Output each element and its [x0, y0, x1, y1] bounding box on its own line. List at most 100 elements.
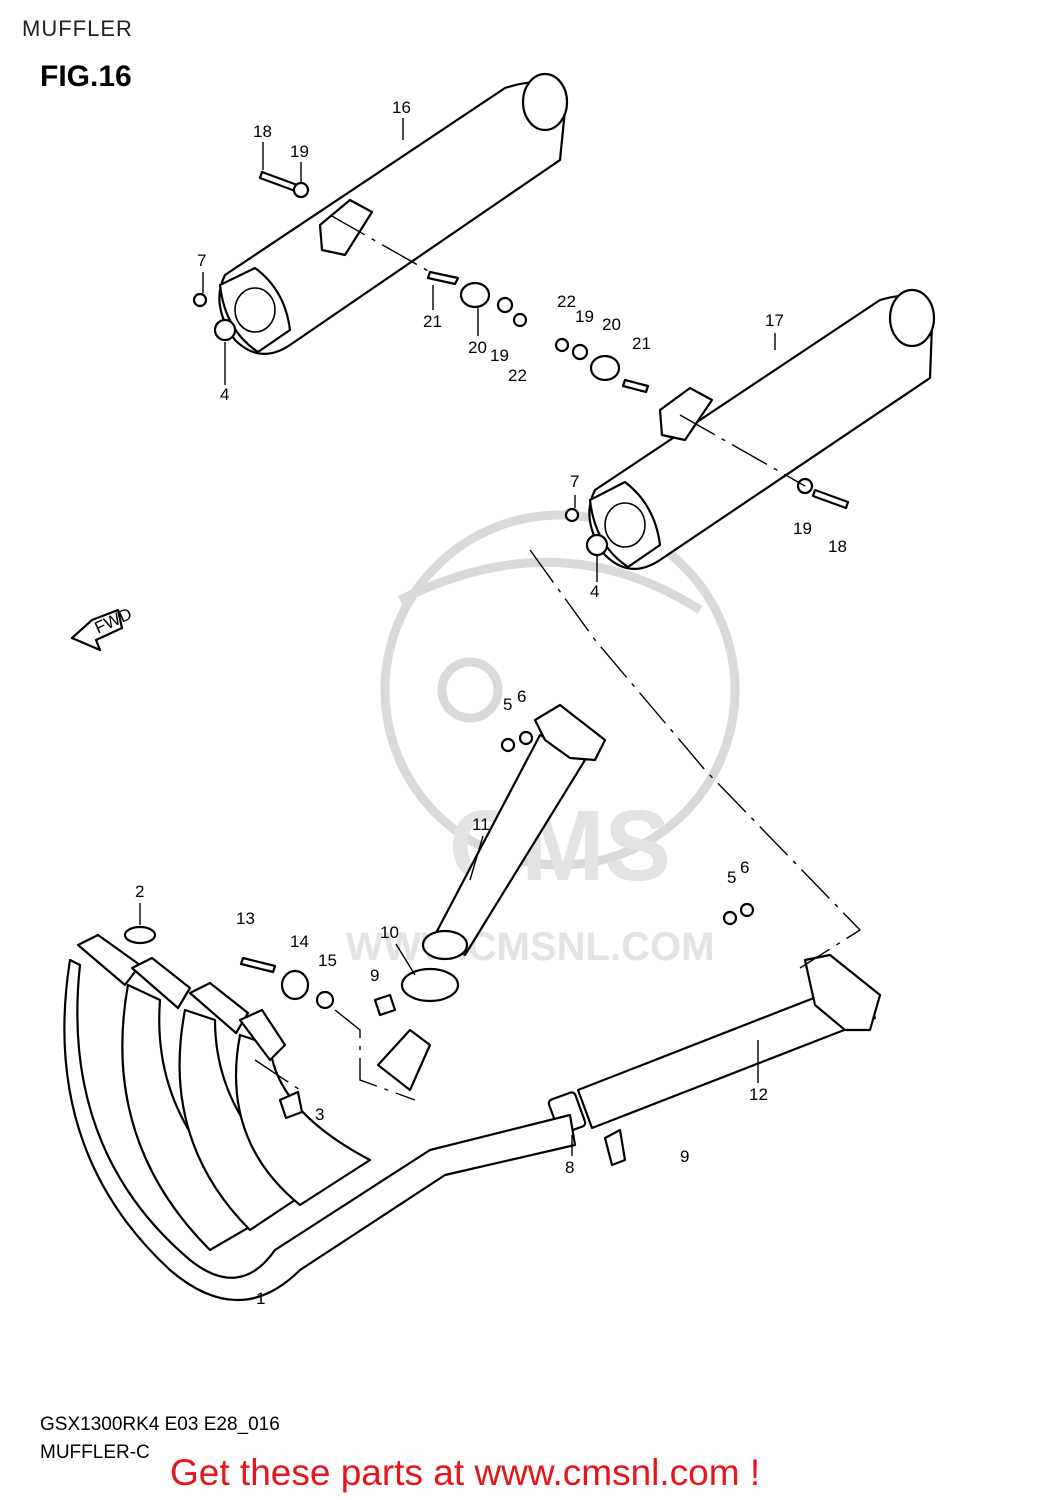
part-label: 12 — [749, 1085, 768, 1104]
part-label: 10 — [380, 923, 399, 942]
part-label: 7 — [570, 472, 579, 491]
cushion-14 — [280, 969, 310, 1001]
washer-19-upper-a — [292, 181, 310, 199]
part-label: 22 — [557, 292, 576, 311]
watermark-logo-cap — [397, 557, 703, 614]
part-label: 9 — [680, 1147, 689, 1166]
collar-21-lower — [621, 378, 650, 394]
washer-19-upper-b — [496, 296, 514, 314]
header-pipe-4 — [234, 1033, 372, 1207]
part-label: 4 — [220, 385, 229, 404]
part-label: 14 — [290, 932, 309, 951]
assembly-line-bracket — [334, 1009, 416, 1101]
muffler-upper-end — [521, 72, 569, 132]
port-flange-1 — [76, 933, 142, 987]
muffler-lower-end — [888, 288, 936, 348]
nut-5-lower — [722, 910, 738, 926]
part-label: 1 — [256, 1289, 265, 1308]
part-label: 22 — [508, 366, 527, 385]
assembly-line-lower — [679, 414, 806, 487]
bolt-9-upper — [373, 993, 397, 1017]
gasket-4-lower — [585, 533, 609, 557]
muffler-upper-bracket — [318, 198, 374, 257]
assembly-line-pipe — [529, 549, 862, 969]
nut-7-lower — [564, 507, 580, 523]
header-pipe-outer — [63, 958, 577, 1301]
part-label: 7 — [197, 251, 206, 270]
part-label: 16 — [392, 98, 411, 117]
pipe-12-body — [576, 978, 877, 1130]
part-label: 5 — [727, 868, 736, 887]
header-pipe-2 — [121, 983, 272, 1252]
part-label: 6 — [740, 858, 749, 877]
part-label: 8 — [565, 1158, 574, 1177]
muffler-upper — [192, 72, 569, 355]
clamp-10 — [400, 967, 460, 1003]
collar-21-upper — [426, 270, 460, 286]
part-label: 21 — [632, 334, 651, 353]
assembly-line-upper — [329, 214, 431, 273]
part-label: 5 — [503, 695, 512, 714]
part-labels: 16 18 19 7 21 20 19 22 4 22 19 20 21 17 … — [135, 98, 847, 1308]
part-label: 18 — [253, 122, 272, 141]
gasket-2 — [123, 925, 157, 945]
nut-5-upper — [500, 737, 516, 753]
nut-7-upper — [192, 292, 208, 308]
assembly-line-bolt-3 — [254, 1059, 301, 1091]
part-label: 19 — [290, 142, 309, 161]
washer-6-upper — [518, 730, 534, 746]
cushion-20-lower — [589, 354, 621, 382]
pipe-12-flange — [803, 953, 882, 1032]
diagram-code: GSX1300RK4 E03 E28_016 — [40, 1414, 280, 1435]
part-label: 20 — [602, 315, 621, 334]
leader-lines — [139, 118, 776, 1156]
bolt-18-lower — [811, 488, 850, 510]
nut-22-lower — [554, 337, 570, 353]
part-label: 9 — [370, 966, 379, 985]
washer-19-lower-a — [571, 343, 589, 361]
leader-10 — [395, 943, 416, 976]
bolt-13 — [239, 956, 277, 974]
muffler-lower — [554, 288, 936, 570]
cushion-20-upper — [459, 281, 491, 309]
part-label: 4 — [590, 582, 599, 601]
muffler-lower-port — [604, 502, 646, 548]
header-pipes-1 — [63, 925, 577, 1301]
collar-15 — [315, 990, 335, 1010]
nut-22-upper — [512, 312, 528, 328]
bolt-9-lower — [603, 1128, 627, 1167]
bolt-3 — [278, 1090, 304, 1120]
part-label: 15 — [318, 951, 337, 970]
promo-link[interactable]: Get these parts at www.cmsnl.com ! — [170, 1452, 761, 1493]
part-label: 20 — [468, 338, 487, 357]
muffler-upper-port — [234, 287, 276, 333]
washer-6-lower — [739, 902, 755, 918]
watermark-logo-eye — [437, 657, 503, 723]
pipe-11-flange — [533, 703, 607, 762]
fwd-arrow-shape — [70, 608, 124, 652]
part-label: 19 — [793, 519, 812, 538]
port-flange-2 — [130, 956, 192, 1010]
part-label: 18 — [828, 537, 847, 556]
part-label: 19 — [490, 346, 509, 365]
gasket-4-upper — [213, 318, 237, 342]
part-label: 2 — [135, 882, 144, 901]
catalog-ref: MUFFLER-C — [40, 1442, 150, 1463]
part-label: 13 — [236, 909, 255, 928]
pipe-11-mouth — [421, 929, 469, 961]
part-label: 3 — [315, 1105, 324, 1124]
muffler-upper-flange — [218, 266, 292, 354]
port-flange-3 — [188, 981, 250, 1035]
leader-11 — [469, 835, 484, 881]
part-label: 17 — [765, 311, 784, 330]
header-joint-tube — [376, 1028, 432, 1092]
section-title: MUFFLER — [22, 16, 133, 41]
watermark-logo-ring — [380, 510, 740, 870]
pipe-11 — [421, 703, 607, 961]
figure-label: FIG.16 — [40, 60, 132, 93]
watermark-site: WWW.CMSNL.COM — [346, 925, 715, 969]
part-label: 6 — [517, 687, 526, 706]
fwd-arrow-icon: FWD — [70, 604, 135, 652]
